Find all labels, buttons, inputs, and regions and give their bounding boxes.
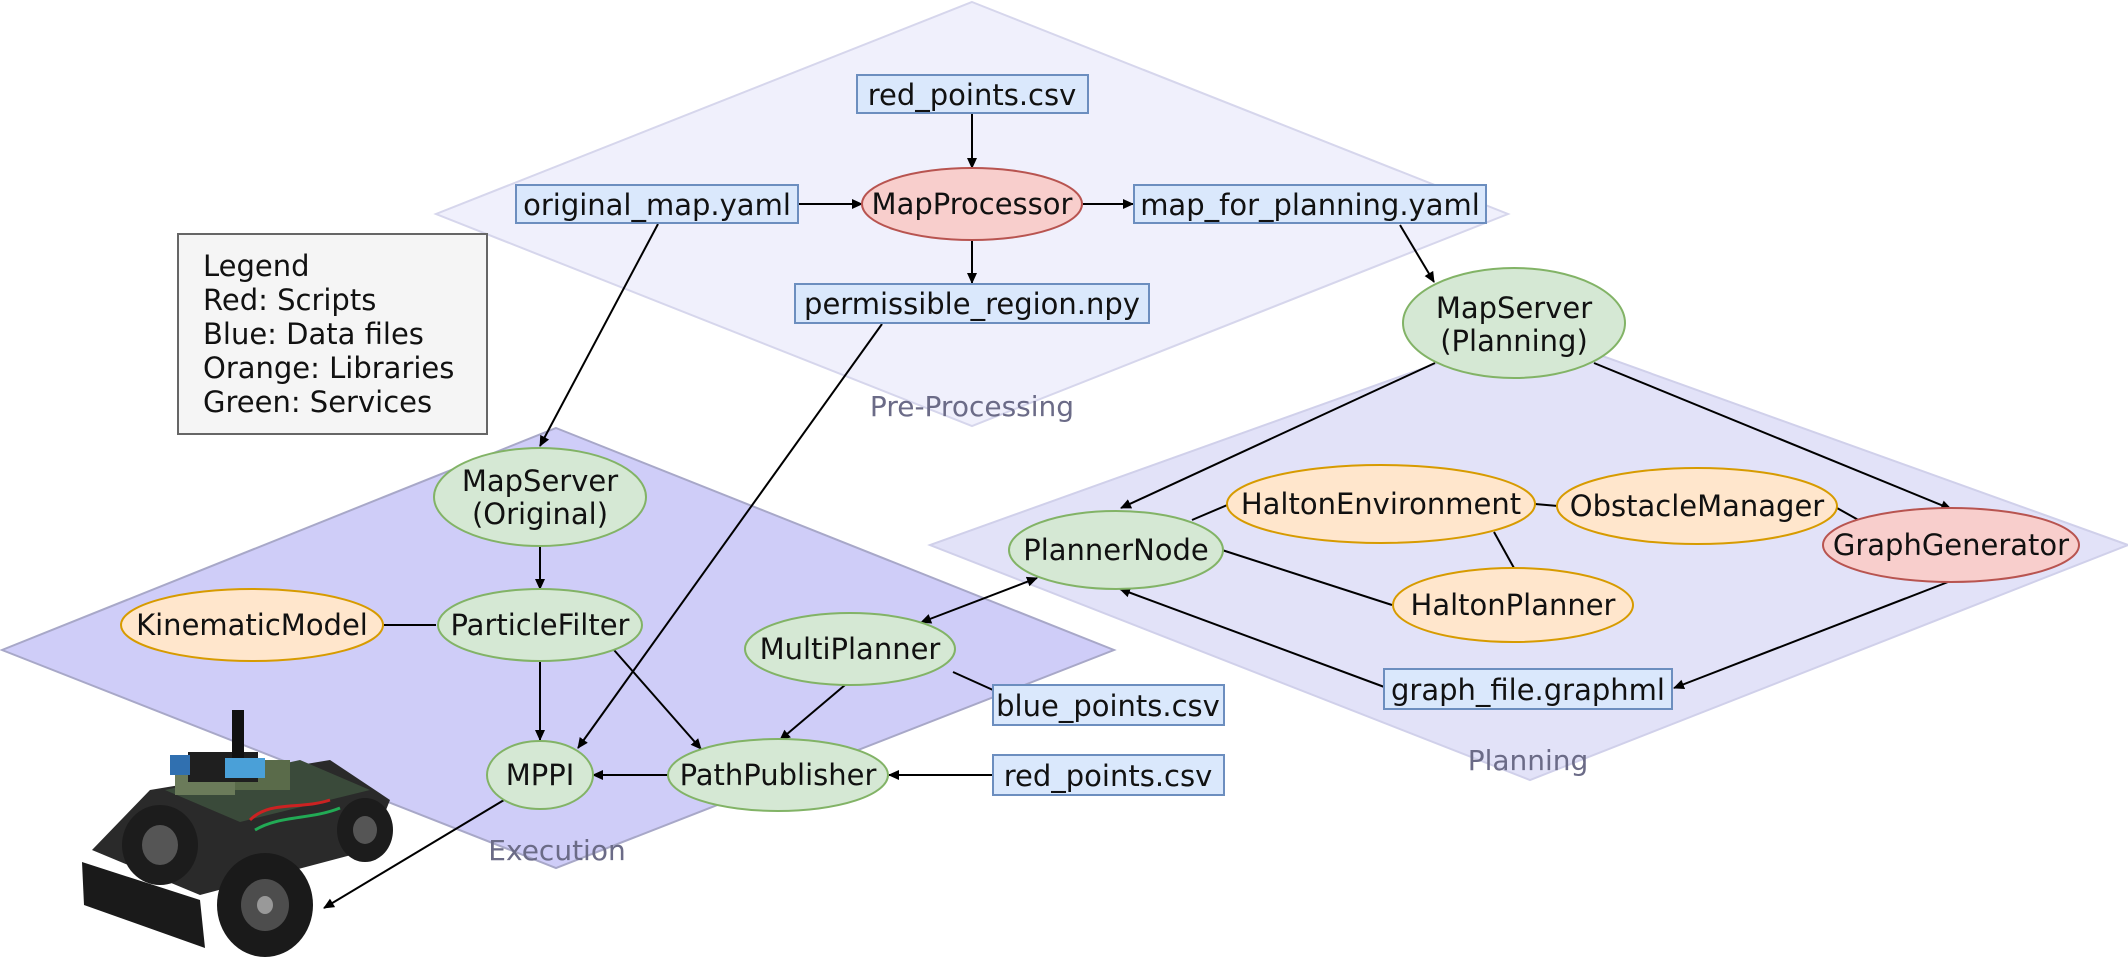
node-label: red_points.csv: [1004, 759, 1213, 793]
edge-haltonenvironment-haltonplanner: [1493, 531, 1515, 569]
node-blue-points[interactable]: blue_points.csv: [992, 684, 1225, 726]
edge-haltonenvironment-obstaclemanager: [1534, 503, 1559, 507]
node-label: red_points.csv: [868, 78, 1077, 112]
node-permissible-region[interactable]: permissible_region.npy: [794, 283, 1150, 324]
legend-item-libraries: Orange: Libraries: [203, 351, 454, 385]
edge-mapserverplanning-to-plannernode: [1120, 362, 1436, 509]
node-obstacle-manager[interactable]: ObstacleManager: [1556, 467, 1838, 545]
node-label: ParticleFilter: [451, 608, 630, 642]
node-halton-environment[interactable]: HaltonEnvironment: [1226, 464, 1536, 544]
edge-plannernode-haltonplanner: [1221, 549, 1393, 606]
node-label-line1: MapServer: [462, 464, 618, 498]
node-label: graph_file.graphml: [1391, 673, 1665, 707]
node-label: map_for_planning.yaml: [1140, 188, 1480, 222]
node-map-for-planning[interactable]: map_for_planning.yaml: [1133, 184, 1487, 224]
legend-title: Legend: [203, 249, 310, 283]
robot-car-image: [82, 710, 393, 957]
edge-multiplanner-bluepoints: [952, 671, 994, 691]
node-path-publisher[interactable]: PathPublisher: [667, 738, 889, 812]
edge-particlefilter-to-pathpublisher: [613, 649, 702, 750]
node-kinematic-model[interactable]: KinematicModel: [120, 588, 384, 662]
edge-multiplanner-plannernode: [920, 576, 1038, 624]
legend-item-services: Green: Services: [203, 385, 432, 419]
node-label: ObstacleManager: [1570, 489, 1825, 523]
node-label: MPPI: [506, 758, 575, 792]
node-original-map[interactable]: original_map.yaml: [515, 184, 799, 224]
node-graph-generator[interactable]: GraphGenerator: [1822, 507, 2080, 583]
edge-mapserverplanning-to-graphgenerator: [1593, 362, 1952, 510]
node-particle-filter[interactable]: ParticleFilter: [437, 588, 643, 662]
legend-item-scripts: Red: Scripts: [203, 283, 376, 317]
legend: Legend Red: Scripts Blue: Data files Ora…: [177, 233, 488, 435]
node-label: PathPublisher: [680, 758, 877, 792]
node-label: PlannerNode: [1023, 533, 1209, 567]
edge-plannernode-haltonenvironment: [1191, 502, 1233, 521]
node-label: blue_points.csv: [996, 689, 1220, 723]
edge-graphgenerator-to-graphfile: [1673, 581, 1949, 690]
edge-mppi-to-car: [323, 799, 505, 909]
node-planner-node[interactable]: PlannerNode: [1008, 510, 1224, 590]
node-graph-file[interactable]: graph_file.graphml: [1383, 668, 1673, 710]
node-label: HaltonPlanner: [1411, 588, 1616, 622]
node-label: MapProcessor: [872, 187, 1073, 221]
region-planning: [927, 328, 2128, 782]
node-label-line1: MapServer: [1436, 291, 1592, 325]
node-label-line2: (Planning): [1440, 324, 1588, 358]
node-label: original_map.yaml: [523, 188, 791, 222]
node-mppi[interactable]: MPPI: [486, 740, 594, 810]
node-halton-planner[interactable]: HaltonPlanner: [1392, 567, 1634, 643]
node-label: GraphGenerator: [1833, 528, 2069, 562]
region-label-execution: Execution: [488, 834, 625, 867]
region-label-planning: Planning: [1468, 744, 1589, 777]
node-mapserver-planning[interactable]: MapServer (Planning): [1402, 267, 1626, 379]
node-red-points-top[interactable]: red_points.csv: [856, 74, 1089, 114]
node-map-processor[interactable]: MapProcessor: [861, 167, 1083, 241]
node-red-points-bottom[interactable]: red_points.csv: [992, 754, 1225, 796]
node-label: MultiPlanner: [760, 632, 941, 666]
edge-mapforplanning-to-mapserverplanning: [1399, 224, 1435, 283]
legend-box: [177, 233, 488, 435]
edge-permissible-to-mppi: [577, 323, 883, 749]
edge-graphfile-to-plannernode: [1119, 587, 1388, 689]
node-label: permissible_region.npy: [804, 287, 1140, 321]
legend-item-data-files: Blue: Data files: [203, 317, 424, 351]
node-label: HaltonEnvironment: [1241, 487, 1521, 521]
region-label-preprocessing: Pre-Processing: [870, 390, 1074, 423]
node-multi-planner[interactable]: MultiPlanner: [744, 612, 956, 686]
node-mapserver-original[interactable]: MapServer (Original): [433, 447, 647, 547]
edge-multiplanner-to-pathpublisher: [779, 684, 846, 741]
edge-originalmap-to-mapserveroriginal: [539, 223, 659, 447]
node-label-line2: (Original): [472, 497, 608, 531]
node-label: KinematicModel: [136, 608, 368, 642]
